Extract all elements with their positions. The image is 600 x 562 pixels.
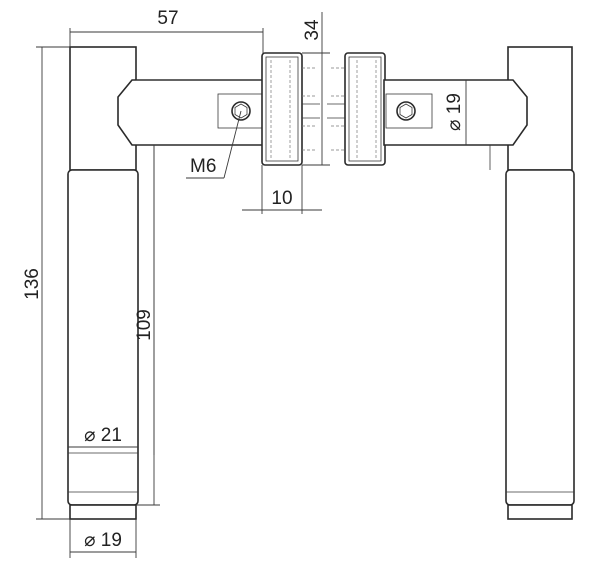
- right-handle-end-cap: [507, 504, 573, 520]
- dim-screw: M6: [186, 110, 242, 179]
- dim-grip-diameter-label: ⌀ 21: [84, 425, 122, 446]
- dim-rose-thickness-label: 34: [302, 19, 323, 41]
- dim-neck-diameter-label: ⌀ 19: [444, 93, 465, 131]
- left-handle: [67, 46, 265, 520]
- dim-grip-length: 109: [134, 145, 160, 506]
- right-rose: [327, 52, 386, 166]
- dim-overall-height: 136: [22, 46, 70, 520]
- dim-grip-diameter: ⌀ 21: [68, 425, 138, 448]
- left-handle-grip: [67, 169, 139, 506]
- dim-end-diameter: ⌀ 19: [69, 519, 137, 558]
- dim-rose-depth: 10: [242, 165, 322, 214]
- right-handle-arm: [383, 79, 528, 146]
- dim-rose-thickness: 34: [302, 12, 330, 166]
- dim-overall-height-label: 136: [22, 268, 43, 300]
- dim-grip-length-label: 109: [134, 309, 155, 341]
- dim-neck-diameter: ⌀ 19: [444, 80, 467, 145]
- left-rose: [261, 52, 320, 166]
- dim-width-top: 57: [69, 8, 264, 53]
- dim-end-diameter-label: ⌀ 19: [84, 530, 122, 551]
- right-handle: [383, 46, 575, 520]
- right-handle-grip: [505, 169, 575, 506]
- dim-rose-depth-label: 10: [271, 188, 292, 209]
- left-handle-end-cap: [69, 504, 137, 520]
- dim-width-top-label: 57: [157, 8, 178, 29]
- dim-screw-label: M6: [190, 156, 216, 177]
